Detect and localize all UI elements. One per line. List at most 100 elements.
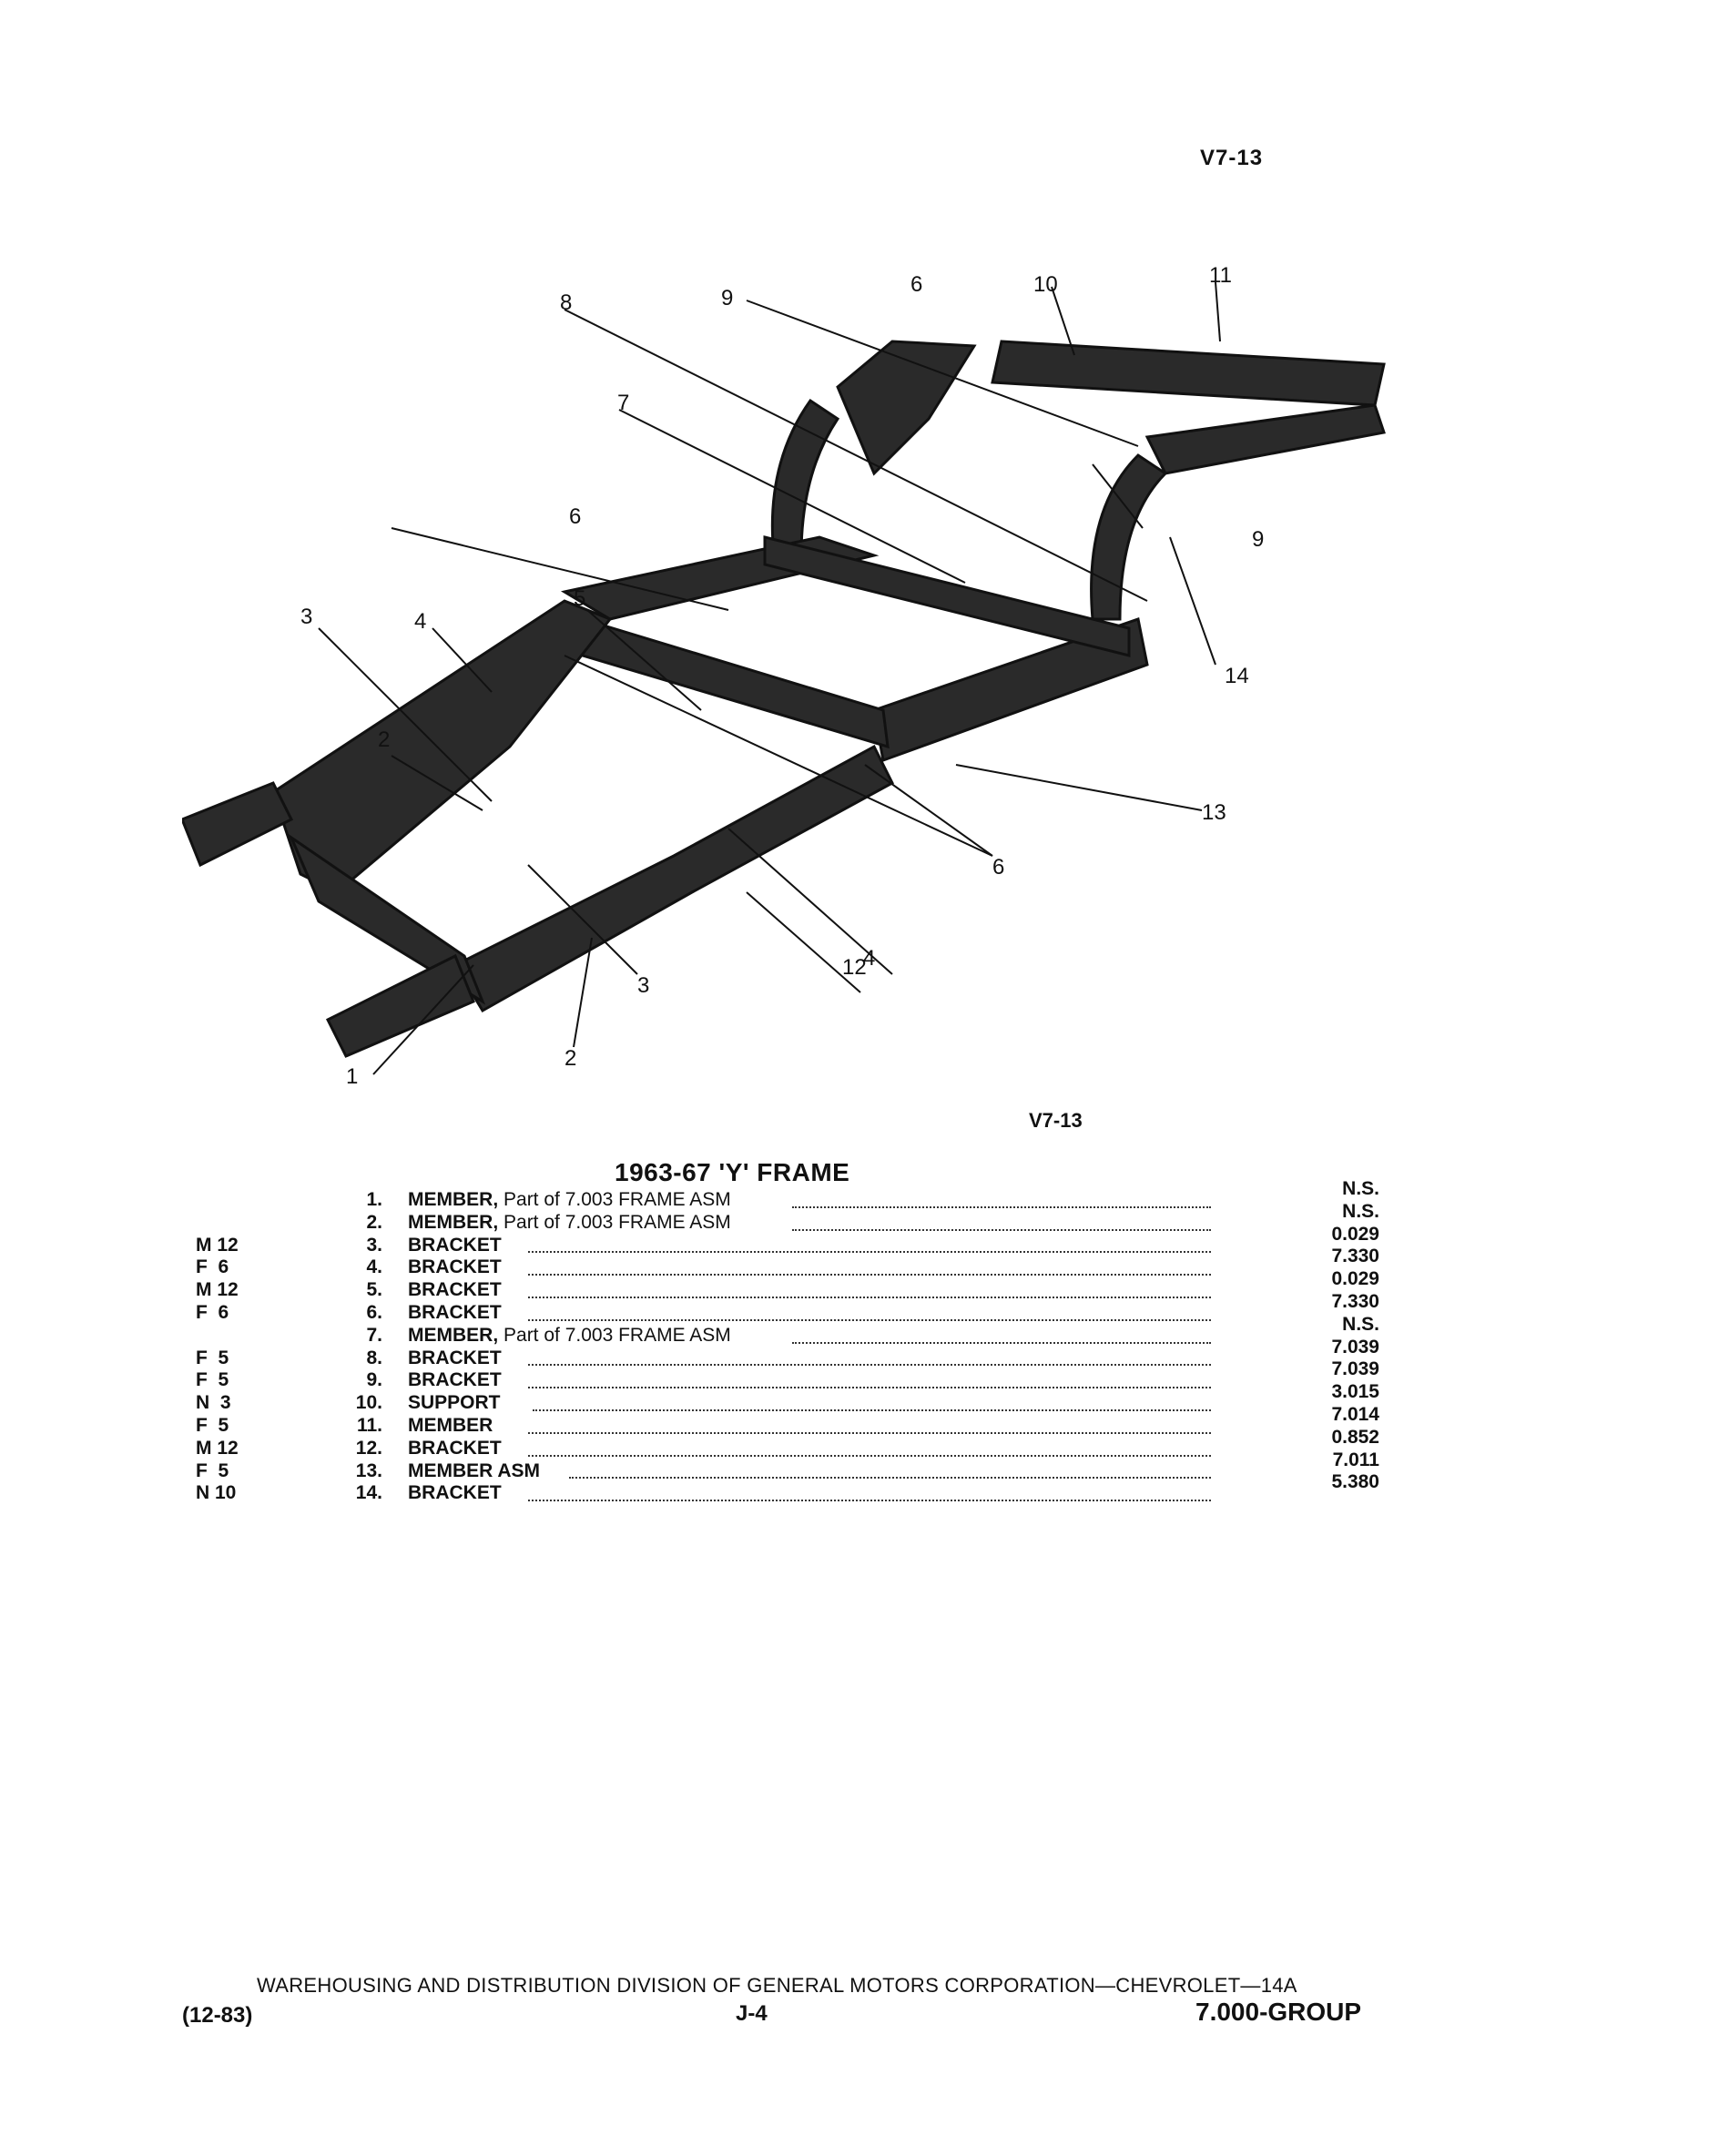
part-qty: M 12: [196, 1234, 239, 1256]
part-row: M 12 3. BRACKET 0.029: [196, 1224, 1379, 1257]
dot-leader: [528, 1251, 1211, 1276]
part-description: BRACKET: [408, 1438, 502, 1460]
part-group-code: 0.852: [1331, 1426, 1379, 1448]
part-number: 10.: [355, 1392, 382, 1414]
part-qty: N 3: [196, 1392, 231, 1414]
dot-leader: [792, 1184, 1211, 1208]
part-number: 2.: [366, 1211, 382, 1233]
section-title: 1963-67 'Y' FRAME: [615, 1158, 850, 1186]
dot-leader: [792, 1319, 1211, 1344]
part-group-code: 0.029: [1331, 1268, 1379, 1290]
rear-kick-up-left: [836, 340, 977, 476]
part-name: BRACKET: [408, 1234, 502, 1256]
part-number: 13.: [355, 1459, 382, 1481]
part-qty: M 12: [196, 1279, 239, 1301]
dot-leader: [569, 1455, 1211, 1480]
rear-mid-crossmember: [763, 535, 1131, 657]
callout-label: 6: [992, 855, 1004, 880]
part-row: M 12 5. BRACKET 0.029: [196, 1268, 1379, 1302]
part-number: 6.: [366, 1301, 382, 1323]
callout-labels: 1 2 2 3 3 4 4 5 6 6 6 7 8 9 9 10 11 12 1…: [300, 263, 1264, 1089]
part-number: 5.: [366, 1279, 382, 1301]
figure-code: V7-13: [1029, 1109, 1083, 1132]
dot-leader: [533, 1387, 1211, 1411]
part-group-code: 7.330: [1331, 1246, 1379, 1267]
part-note: Part of 7.003 FRAME ASM: [498, 1324, 731, 1346]
callout-label: 4: [414, 609, 426, 634]
part-description: BRACKET: [408, 1369, 502, 1392]
part-number: 4.: [366, 1256, 382, 1278]
callout-label: 6: [910, 272, 922, 297]
part-qty: F 5: [196, 1459, 229, 1481]
front-horn-left: [182, 781, 294, 868]
front-crossmember: [288, 833, 486, 1005]
part-group-code: 7.039: [1331, 1336, 1379, 1358]
callout-label: 9: [1252, 527, 1264, 552]
part-name: BRACKET: [408, 1347, 502, 1368]
part-description: BRACKET: [408, 1302, 502, 1325]
part-qty: N 10: [196, 1482, 237, 1504]
part-row: F 5 11. MEMBER 7.014: [196, 1404, 1379, 1438]
part-name: BRACKET: [408, 1256, 502, 1278]
callout-label: 1: [346, 1064, 358, 1089]
part-name: MEMBER: [408, 1414, 493, 1436]
callout-label: 2: [565, 1046, 576, 1071]
part-row: M 12 12. BRACKET 0.852: [196, 1427, 1379, 1460]
part-description: BRACKET: [408, 1279, 502, 1302]
part-name: BRACKET: [408, 1279, 502, 1301]
part-name: BRACKET: [408, 1482, 502, 1504]
part-description: MEMBER, Part of 7.003 FRAME ASM: [408, 1189, 731, 1212]
part-group-code: 7.011: [1332, 1449, 1379, 1470]
callout-label: 2: [378, 727, 390, 752]
part-description: BRACKET: [408, 1235, 502, 1257]
mid-crossmember: [581, 616, 890, 749]
callout-label: 12: [842, 955, 867, 980]
part-note: Part of 7.003 FRAME ASM: [498, 1211, 731, 1233]
part-description: MEMBER, Part of 7.003 FRAME ASM: [408, 1212, 731, 1235]
part-qty: F 5: [196, 1347, 229, 1368]
part-row: 2. MEMBER, Part of 7.003 FRAME ASM N.S.: [196, 1201, 1379, 1235]
part-group-code: 7.039: [1331, 1358, 1379, 1380]
part-name: MEMBER,: [408, 1211, 499, 1233]
part-group-code: N.S.: [1342, 1313, 1379, 1335]
part-number: 3.: [366, 1234, 382, 1256]
part-description: SUPPORT: [408, 1392, 501, 1415]
part-group-code: 0.029: [1331, 1223, 1379, 1245]
right-rear-arch: [1090, 453, 1168, 621]
part-qty: F 5: [196, 1369, 229, 1391]
part-group-code: 7.330: [1331, 1290, 1379, 1312]
rear-crossmember-shape: [991, 340, 1386, 407]
part-description: MEMBER: [408, 1415, 493, 1438]
callout-label: 3: [300, 605, 312, 629]
part-note: Part of 7.003 FRAME ASM: [498, 1189, 731, 1210]
part-number: 12.: [355, 1437, 382, 1459]
part-name: BRACKET: [408, 1437, 502, 1459]
dot-leader: [528, 1477, 1211, 1502]
part-description: BRACKET: [408, 1482, 502, 1505]
part-number: 1.: [366, 1189, 382, 1210]
part-group-code: 7.014: [1331, 1403, 1379, 1425]
part-row: 7. MEMBER, Part of 7.003 FRAME ASM N.S.: [196, 1314, 1379, 1348]
part-name: MEMBER,: [408, 1324, 499, 1346]
part-number: 9.: [366, 1369, 382, 1391]
part-qty: F 5: [196, 1414, 229, 1436]
part-qty: F 6: [196, 1301, 229, 1323]
part-description: BRACKET: [408, 1256, 502, 1279]
footer-group-code: 7.000-GROUP: [1195, 1998, 1362, 2026]
part-row: F 6 4. BRACKET 7.330: [196, 1246, 1379, 1279]
callout-label: 6: [569, 504, 581, 529]
callout-label: 10: [1033, 272, 1058, 297]
part-group-code: 5.380: [1331, 1471, 1379, 1493]
part-description: BRACKET: [408, 1348, 502, 1370]
callout-label: 7: [617, 391, 629, 415]
part-name: BRACKET: [408, 1369, 502, 1391]
part-number: 7.: [366, 1324, 382, 1346]
callout-label: 3: [637, 973, 649, 998]
dot-leader: [528, 1432, 1211, 1457]
part-group-code: N.S.: [1342, 1200, 1379, 1222]
part-name: SUPPORT: [408, 1392, 501, 1414]
page-code: V7-13: [1200, 146, 1264, 170]
callout-label: 11: [1209, 263, 1232, 288]
part-name: MEMBER,: [408, 1189, 499, 1210]
part-row: F 5 13. MEMBER ASM 7.011: [196, 1449, 1379, 1483]
